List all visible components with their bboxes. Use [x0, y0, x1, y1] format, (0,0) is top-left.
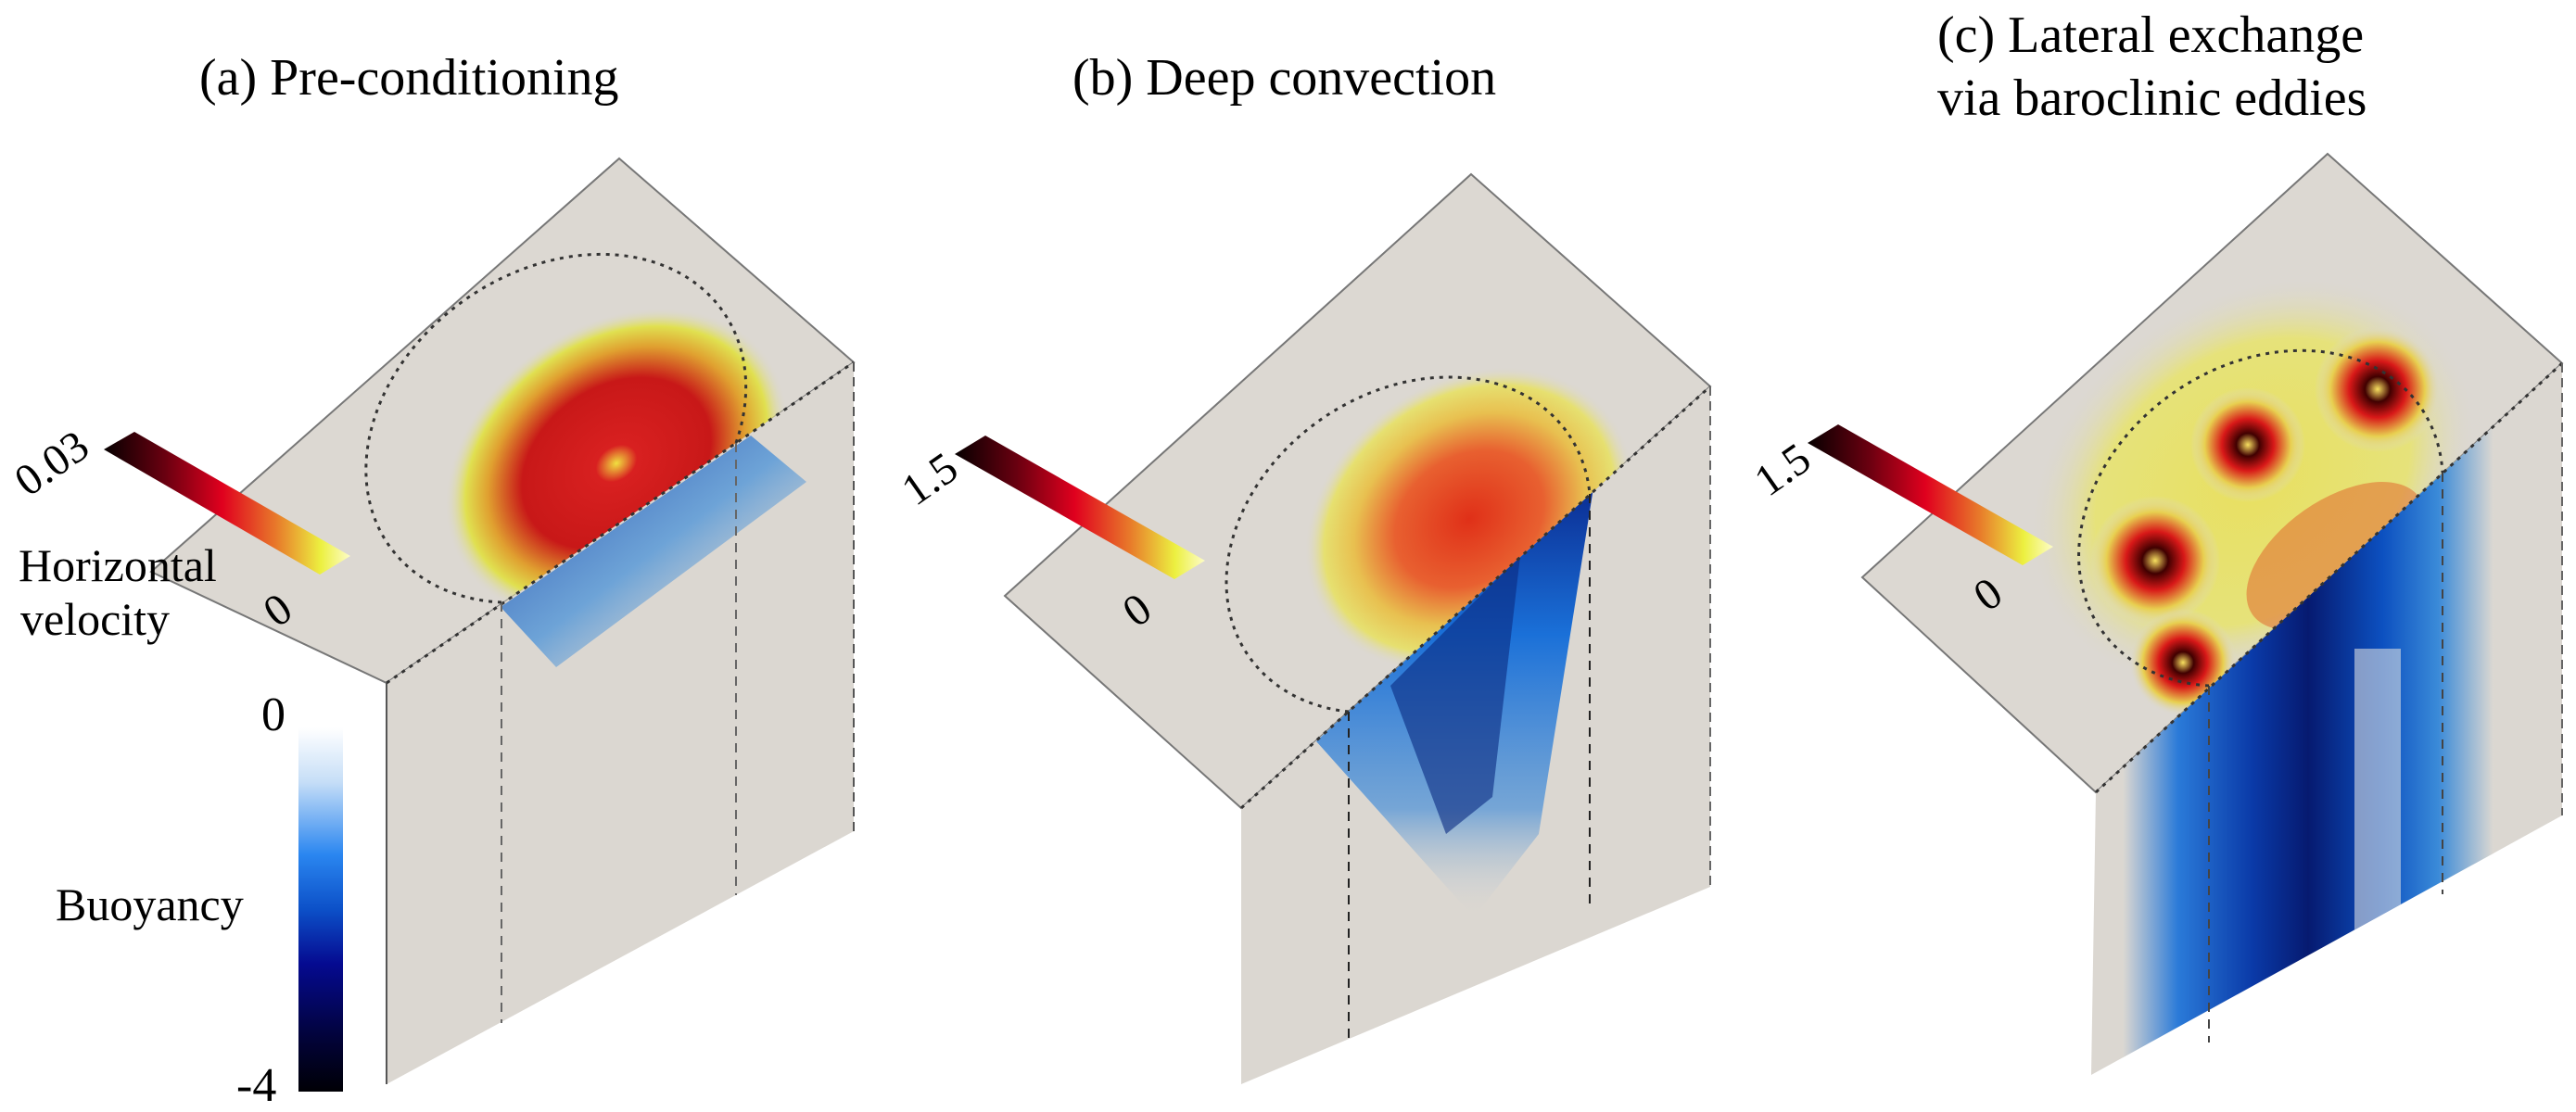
panel-a-box	[149, 157, 856, 1084]
buoyancy-colorbar-max: 0	[261, 689, 286, 741]
panel-a-colorbar	[104, 432, 350, 575]
horizontal-velocity-label-line2: velocity	[20, 593, 171, 645]
buoyancy-colorbar	[298, 727, 343, 1092]
eddy	[2090, 496, 2220, 626]
buoyancy-label: Buoyancy	[56, 878, 244, 930]
eddy	[2315, 326, 2441, 452]
buoyancy-colorbar-min: -4	[236, 1059, 277, 1112]
panel-c-title-line2: via baroclinic eddies	[1937, 70, 2367, 127]
horizontal-velocity-label-line1: Horizontal	[19, 539, 217, 591]
panel-c-colorbar	[1808, 424, 2053, 565]
panel-b-title: (b) Deep convection	[1072, 49, 1497, 107]
panel-c-title-line1: (c) Lateral exchange	[1937, 6, 2365, 64]
panel-b-colorbar	[955, 436, 1205, 579]
panel-c-box	[1860, 152, 2564, 1075]
panel-a-title: (a) Pre-conditioning	[199, 49, 619, 107]
panel-b-box	[1003, 172, 1712, 1084]
eddy	[2190, 387, 2305, 502]
panel-a-front-face	[387, 362, 854, 1084]
